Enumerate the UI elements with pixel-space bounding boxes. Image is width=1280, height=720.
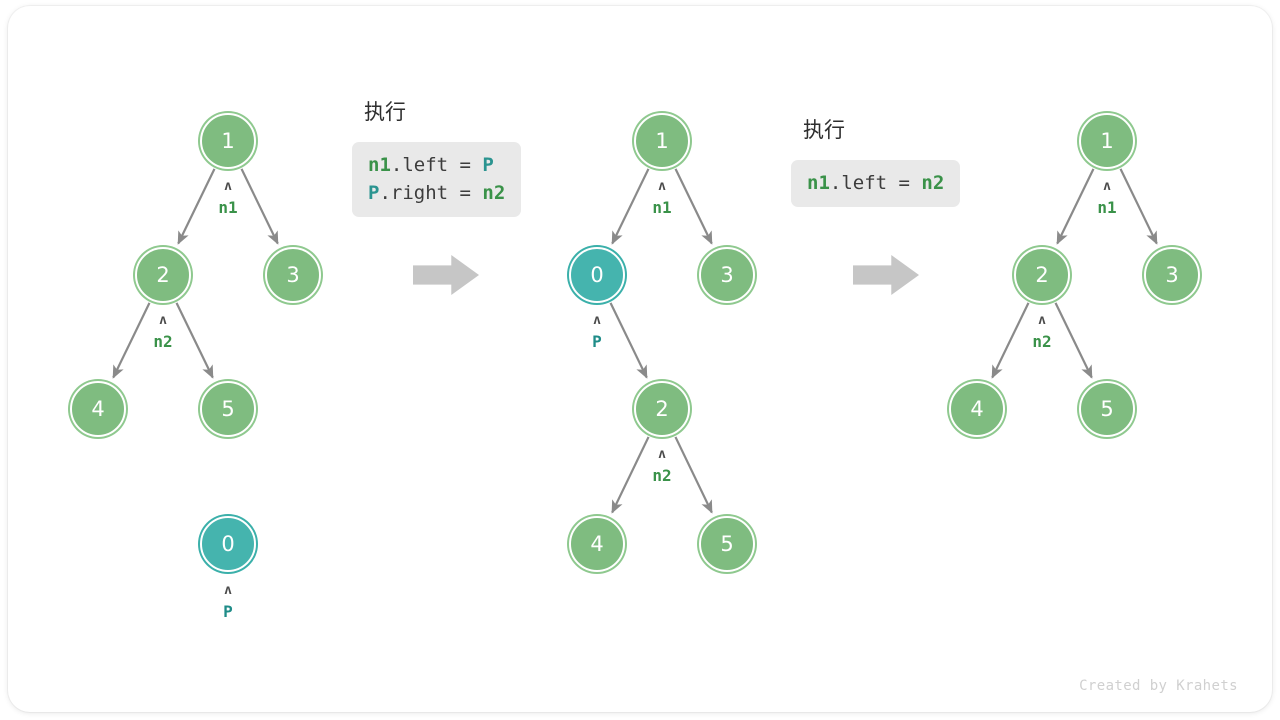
code-token: n2 <box>482 182 506 204</box>
tree-node-2[interactable]: 2 <box>634 381 690 437</box>
pointer-name: n2 <box>1032 332 1052 351</box>
code-line: n1.left = n2 <box>807 169 944 197</box>
caret-icon: ʌ <box>658 179 666 194</box>
code-token: n2 <box>921 172 945 194</box>
pointer-label-n2: ʌ n2 <box>153 314 172 350</box>
tree-node-3[interactable]: 3 <box>1144 247 1200 303</box>
caret-icon: ʌ <box>224 583 232 598</box>
tree-node-5[interactable]: 5 <box>1079 381 1135 437</box>
code-token: P <box>368 182 380 204</box>
caret-icon: ʌ <box>1103 179 1111 194</box>
tree-node-0[interactable]: 0 <box>200 516 256 572</box>
tree-node-3[interactable]: 3 <box>699 247 755 303</box>
caret-icon: ʌ <box>658 447 666 462</box>
code-token: n1 <box>368 154 391 176</box>
tree-node-4[interactable]: 4 <box>569 516 625 572</box>
code-token: P <box>482 154 494 176</box>
pointer-name: n2 <box>153 332 173 351</box>
tree-node-4[interactable]: 4 <box>949 381 1005 437</box>
pointer-name: P <box>223 602 233 621</box>
code-token: = <box>459 182 483 204</box>
code-token: n1 <box>807 172 830 194</box>
tree-node-1[interactable]: 1 <box>200 113 256 169</box>
pointer-label-n2: ʌ n2 <box>1032 314 1051 350</box>
step-title-after-delete: 执行 <box>803 118 845 142</box>
caret-icon: ʌ <box>159 313 167 328</box>
tree-node-3[interactable]: 3 <box>265 247 321 303</box>
pointer-label-n1: ʌ n1 <box>652 180 671 216</box>
code-token: .left <box>390 154 460 176</box>
step-title-after-insert: 执行 <box>364 100 406 124</box>
tree-node-2[interactable]: 2 <box>1014 247 1070 303</box>
tree-node-0[interactable]: 0 <box>569 247 625 303</box>
pointer-name: n1 <box>1097 198 1117 217</box>
tree-node-1[interactable]: 1 <box>634 113 690 169</box>
credit-text: Created by Krahets <box>1079 678 1238 694</box>
pointer-name: n1 <box>652 198 672 217</box>
tree-node-5[interactable]: 5 <box>699 516 755 572</box>
pointer-name: P <box>592 332 602 351</box>
code-token: = <box>898 172 922 194</box>
pointer-name: n1 <box>218 198 238 217</box>
pointer-name: n2 <box>652 466 672 485</box>
code-token: .left <box>829 172 899 194</box>
tree-node-1[interactable]: 1 <box>1079 113 1135 169</box>
pointer-label-n1: ʌ n1 <box>218 180 237 216</box>
pointer-label-n2: ʌ n2 <box>652 448 671 484</box>
caret-icon: ʌ <box>224 179 232 194</box>
caret-icon: ʌ <box>593 313 601 328</box>
tree-node-5[interactable]: 5 <box>200 381 256 437</box>
code-token: = <box>459 154 483 176</box>
code-line: P.right = n2 <box>368 179 505 207</box>
code-block-after-delete: n1.left = n2 <box>791 160 961 207</box>
tree-node-4[interactable]: 4 <box>70 381 126 437</box>
code-line: n1.left = P <box>368 151 505 179</box>
tree-node-2[interactable]: 2 <box>135 247 191 303</box>
pointer-label-n1: ʌ n1 <box>1097 180 1116 216</box>
code-token: .right <box>379 182 460 204</box>
caret-icon: ʌ <box>1038 313 1046 328</box>
